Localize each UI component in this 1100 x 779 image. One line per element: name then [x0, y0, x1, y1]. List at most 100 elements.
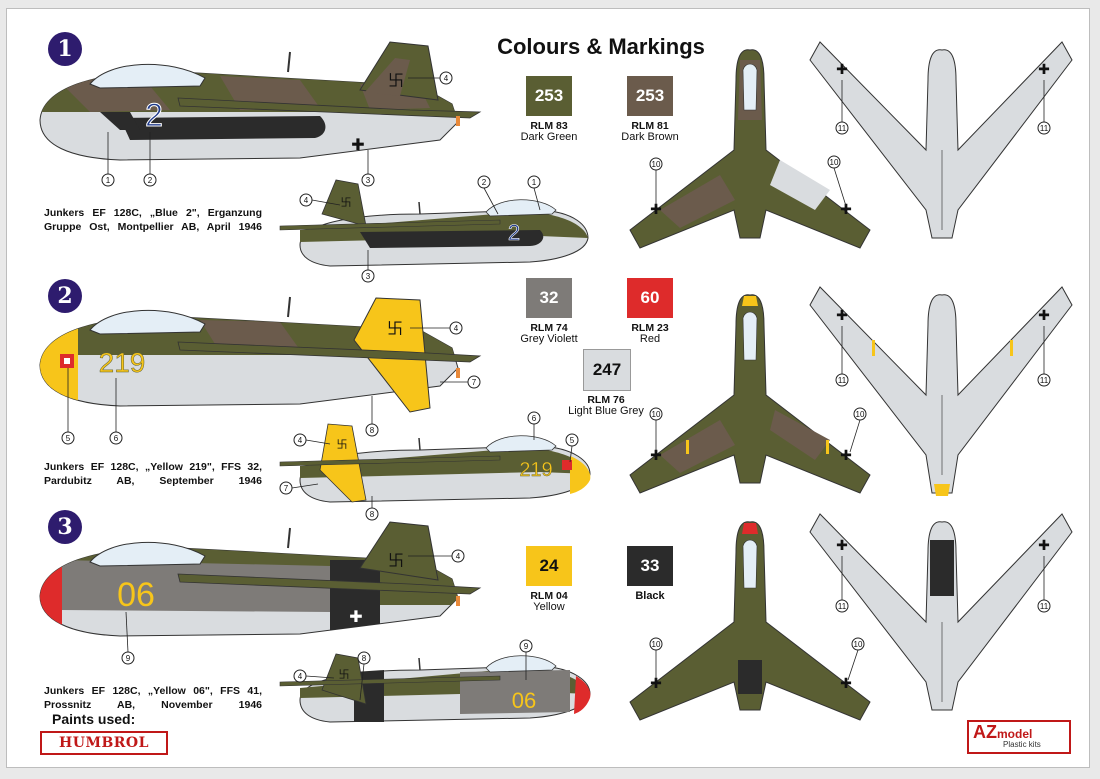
scheme-2-badge: 2: [48, 279, 82, 313]
svg-text:4: 4: [304, 196, 309, 205]
svg-text:11: 11: [1040, 124, 1049, 133]
svg-text:10: 10: [652, 640, 661, 649]
balkenkreuz-marking: ✚: [351, 135, 364, 154]
scheme2-side-view-small: 219 卐: [279, 423, 591, 503]
svg-text:✚: ✚: [1038, 538, 1050, 554]
svg-text:卐: 卐: [341, 196, 352, 209]
scheme-3-badge: 3: [48, 510, 82, 544]
scheme3-side-view-large: 06 卐 ✚: [39, 521, 482, 637]
swatch-rlm74-code: RLM 74: [530, 322, 568, 334]
svg-text:10: 10: [652, 160, 661, 169]
svg-text:11: 11: [838, 124, 847, 133]
svg-text:卐: 卐: [337, 438, 348, 451]
scheme2-side-code-small: 219: [519, 459, 552, 481]
svg-text:5: 5: [66, 434, 71, 443]
scheme3-top-view: [629, 521, 871, 721]
scheme1-side-view-large: 2 卐 ✚: [39, 41, 482, 161]
swatch-rlm23-name: Red: [639, 333, 661, 345]
svg-text:4: 4: [444, 74, 449, 83]
swatch-black: 33: [627, 546, 673, 586]
svg-text:10: 10: [830, 158, 839, 167]
svg-text:8: 8: [362, 654, 367, 663]
svg-text:卐: 卐: [339, 668, 350, 681]
svg-text:1: 1: [106, 176, 111, 185]
scheme1-bottom-view: [809, 41, 1073, 239]
svg-text:✚: ✚: [836, 62, 848, 78]
svg-text:3: 3: [366, 176, 371, 185]
scheme3-side-view-small: 06 卐: [279, 653, 591, 723]
svg-text:7: 7: [284, 484, 289, 493]
swatch-rlm76: 247: [583, 349, 631, 391]
svg-text:2: 2: [148, 176, 153, 185]
scheme1-top-view: [629, 49, 871, 249]
scheme2-top-view: [629, 294, 871, 494]
scheme2-bottom-view: [809, 286, 1073, 496]
svg-text:✚: ✚: [836, 308, 848, 324]
svg-text:✚: ✚: [650, 448, 662, 464]
swatch-rlm83-code: RLM 83: [530, 120, 568, 132]
svg-text:✚: ✚: [840, 202, 852, 218]
svg-text:3: 3: [366, 272, 371, 281]
page-title: Colours & Markings: [497, 34, 705, 59]
svg-text:5: 5: [570, 436, 575, 445]
scheme1-side-code: 2: [145, 97, 163, 133]
swatch-rlm04: 24: [526, 546, 572, 586]
humbrol-logo: HUMBROL: [40, 731, 168, 755]
svg-text:9: 9: [126, 654, 131, 663]
scheme-2-caption: Junkers EF 128C, „Yellow 219", FFS 32, P…: [44, 461, 262, 487]
svg-text:4: 4: [454, 324, 459, 333]
swatch-rlm04-name: Yellow: [533, 601, 565, 613]
callouts: [61, 71, 1051, 701]
swatch-rlm74: 32: [526, 278, 572, 318]
swatch-rlm83: 253: [526, 76, 572, 116]
scheme2-side-view-large: 219 卐: [39, 296, 482, 413]
swatch-black-name: Black: [635, 590, 665, 602]
scheme3-side-code-small: 06: [512, 688, 536, 713]
wing-crosses: ✚✚ ✚✚ ✚✚ ✚✚ ✚✚ ✚✚: [650, 62, 1050, 692]
svg-text:11: 11: [838, 602, 847, 611]
svg-text:9: 9: [524, 642, 529, 651]
svg-text:✚: ✚: [650, 676, 662, 692]
swastika-marking: 卐: [388, 71, 404, 90]
scheme3-side-code: 06: [117, 576, 155, 614]
svg-text:4: 4: [456, 552, 461, 561]
svg-text:10: 10: [856, 410, 865, 419]
swatch-rlm81: 253: [627, 76, 673, 116]
svg-text:10: 10: [854, 640, 863, 649]
svg-text:卐: 卐: [388, 551, 404, 570]
scheme2-side-code: 219: [99, 347, 146, 378]
scheme1-side-code-small: 2: [508, 220, 520, 245]
swatch-rlm74-name: Grey Violett: [520, 333, 578, 345]
scheme-1-badge: 1: [48, 32, 82, 66]
callout-numbers: 1 2 3 4 4 2 1 3 4 5 6 7 8 4 6 5 7 8 4 9 …: [66, 74, 1049, 681]
swatch-rlm83-name: Dark Green: [520, 131, 578, 143]
svg-text:✚: ✚: [836, 538, 848, 554]
swatch-rlm76-code: RLM 76: [587, 394, 625, 406]
svg-text:4: 4: [298, 436, 303, 445]
svg-text:2: 2: [482, 178, 487, 187]
svg-text:✚: ✚: [650, 202, 662, 218]
svg-text:11: 11: [838, 376, 847, 385]
scheme-3-caption: Junkers EF 128C, „Yellow 06", FFS 41, Pr…: [44, 685, 262, 711]
svg-text:11: 11: [1040, 376, 1049, 385]
svg-text:4: 4: [298, 672, 303, 681]
svg-text:✚: ✚: [840, 448, 852, 464]
swatch-rlm04-code: RLM 04: [530, 590, 568, 602]
scheme1-side-view-small: 2 卐: [279, 179, 589, 267]
swatch-rlm81-name: Dark Brown: [621, 131, 679, 143]
svg-text:卐: 卐: [387, 319, 403, 338]
svg-text:8: 8: [370, 426, 375, 435]
swatch-rlm76-name: Light Blue Grey: [568, 405, 644, 417]
svg-text:✚: ✚: [349, 607, 362, 626]
scheme-1-caption: Junkers EF 128C, „Blue 2", Erganzung Gru…: [44, 207, 262, 233]
svg-text:1: 1: [532, 178, 537, 187]
swatch-rlm81-code: RLM 81: [631, 120, 669, 132]
svg-text:✚: ✚: [1038, 308, 1050, 324]
paints-used-label: Paints used:: [52, 711, 136, 727]
svg-text:10: 10: [652, 410, 661, 419]
svg-text:7: 7: [472, 378, 477, 387]
svg-text:8: 8: [370, 510, 375, 519]
swatch-rlm23: 60: [627, 278, 673, 318]
svg-text:✚: ✚: [840, 676, 852, 692]
